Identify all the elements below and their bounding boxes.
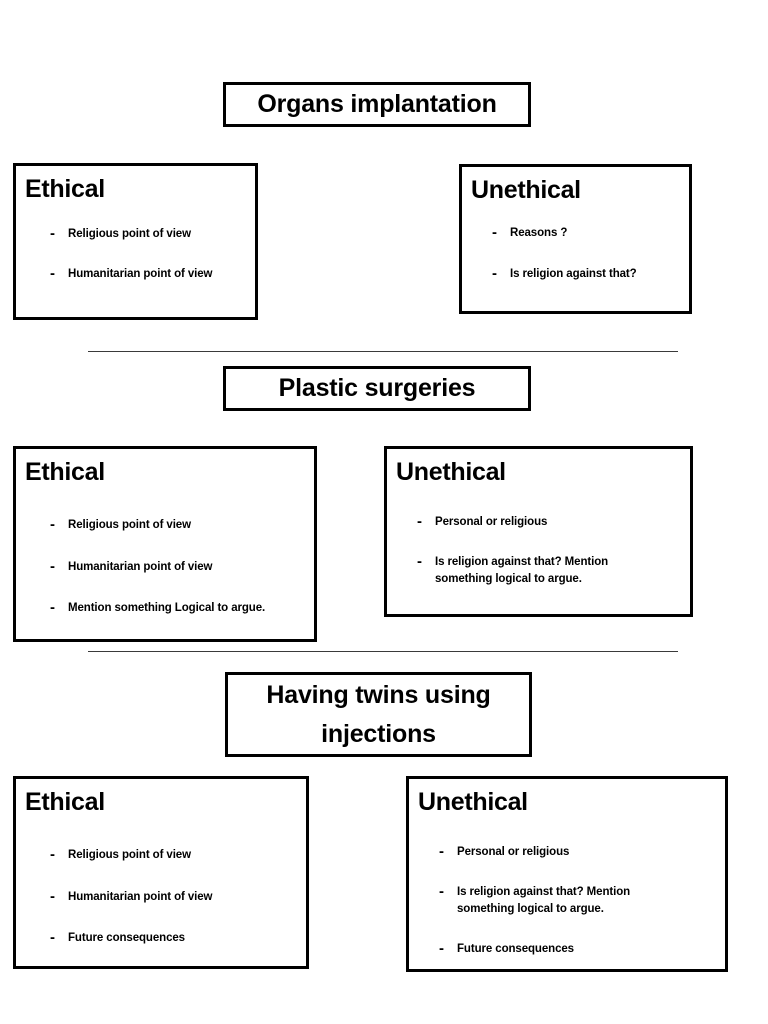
list-item: - Religious point of view [50, 224, 255, 244]
list-item: - Is religion against that? Mention some… [439, 882, 725, 920]
dash-bullet-icon: - [50, 599, 55, 617]
list-item: - Is religion against that? Mention some… [417, 552, 690, 590]
unethical-bullet-list: - Personal or religious - Is religion ag… [417, 512, 690, 590]
list-item-text: Is religion against that? [510, 267, 637, 280]
list-item: - Future consequences [50, 929, 306, 948]
dash-bullet-icon: - [50, 264, 55, 282]
section-title-plastic-surgeries: Plastic surgeries [223, 366, 531, 411]
list-item: - Personal or religious [439, 842, 725, 862]
ethical-heading: Ethical [25, 458, 105, 486]
list-item-text: Personal or religious [457, 845, 570, 858]
ethical-bullet-list: - Religious point of view - Humanitarian… [50, 224, 255, 284]
list-item: - Humanitarian point of view [50, 264, 255, 284]
section-title-having-twins-using-injections: Having twins using injections [225, 672, 532, 757]
list-item-text: Humanitarian point of view [68, 267, 213, 280]
section-divider [88, 651, 678, 652]
unethical-box-organs-implantation: Unethical - Reasons ? - Is religion agai… [459, 164, 692, 314]
dash-bullet-icon: - [50, 557, 55, 575]
dash-bullet-icon: - [50, 845, 55, 863]
list-item: - Religious point of view [50, 515, 314, 535]
dash-bullet-icon: - [492, 264, 497, 282]
list-item-text: Future consequences [68, 932, 185, 945]
list-item-text: Reasons ? [510, 226, 568, 239]
section-divider [88, 351, 678, 352]
dash-bullet-icon: - [50, 887, 55, 905]
list-item: - Future consequences [439, 940, 725, 959]
list-item-text: Is religion against that? Mention someth… [435, 555, 609, 586]
list-item: - Is religion against that? [492, 264, 689, 284]
dash-bullet-icon: - [439, 842, 444, 860]
list-item-text: Religious point of view [68, 227, 191, 240]
section-title-text: Organs implantation [257, 90, 497, 119]
list-item: - Mention something Logical to argue. [50, 599, 314, 618]
dash-bullet-icon: - [50, 224, 55, 242]
list-item-text: Is religion against that? Mention someth… [457, 885, 631, 916]
dash-bullet-icon: - [417, 512, 422, 530]
unethical-bullet-list: - Personal or religious - Is religion ag… [439, 842, 725, 959]
unethical-heading: Unethical [418, 788, 528, 816]
unethical-box-having-twins-using-injections: Unethical - Personal or religious - Is r… [406, 776, 728, 972]
unethical-heading: Unethical [471, 176, 581, 204]
section-title-text: Having twins using injections [266, 680, 491, 748]
list-item: - Personal or religious [417, 512, 690, 532]
list-item: - Humanitarian point of view [50, 887, 306, 907]
section-title-text: Plastic surgeries [278, 374, 476, 403]
list-item-text: Humanitarian point of view [68, 560, 213, 573]
ethical-heading: Ethical [25, 175, 105, 203]
ethical-box-plastic-surgeries: Ethical - Religious point of view - Huma… [13, 446, 317, 642]
list-item-text: Future consequences [457, 943, 574, 956]
list-item: - Religious point of view [50, 845, 306, 865]
unethical-heading: Unethical [396, 458, 506, 486]
ethical-box-organs-implantation: Ethical - Religious point of view - Huma… [13, 163, 258, 320]
dash-bullet-icon: - [439, 940, 444, 958]
ethical-heading: Ethical [25, 788, 105, 816]
ethical-box-having-twins-using-injections: Ethical - Religious point of view - Huma… [13, 776, 309, 969]
dash-bullet-icon: - [50, 515, 55, 533]
list-item-text: Humanitarian point of view [68, 890, 213, 903]
dash-bullet-icon: - [492, 223, 497, 241]
unethical-bullet-list: - Reasons ? - Is religion against that? [492, 223, 689, 284]
list-item: - Humanitarian point of view [50, 557, 314, 577]
dash-bullet-icon: - [417, 552, 422, 570]
dash-bullet-icon: - [439, 882, 444, 900]
section-title-organs-implantation: Organs implantation [223, 82, 531, 127]
dash-bullet-icon: - [50, 929, 55, 947]
unethical-box-plastic-surgeries: Unethical - Personal or religious - Is r… [384, 446, 693, 617]
list-item-text: Personal or religious [435, 515, 548, 528]
list-item: - Reasons ? [492, 223, 689, 243]
ethical-bullet-list: - Religious point of view - Humanitarian… [50, 515, 314, 618]
list-item-text: Religious point of view [68, 848, 191, 861]
list-item-text: Religious point of view [68, 518, 191, 531]
list-item-text: Mention something Logical to argue. [68, 602, 266, 615]
ethical-bullet-list: - Religious point of view - Humanitarian… [50, 845, 306, 948]
